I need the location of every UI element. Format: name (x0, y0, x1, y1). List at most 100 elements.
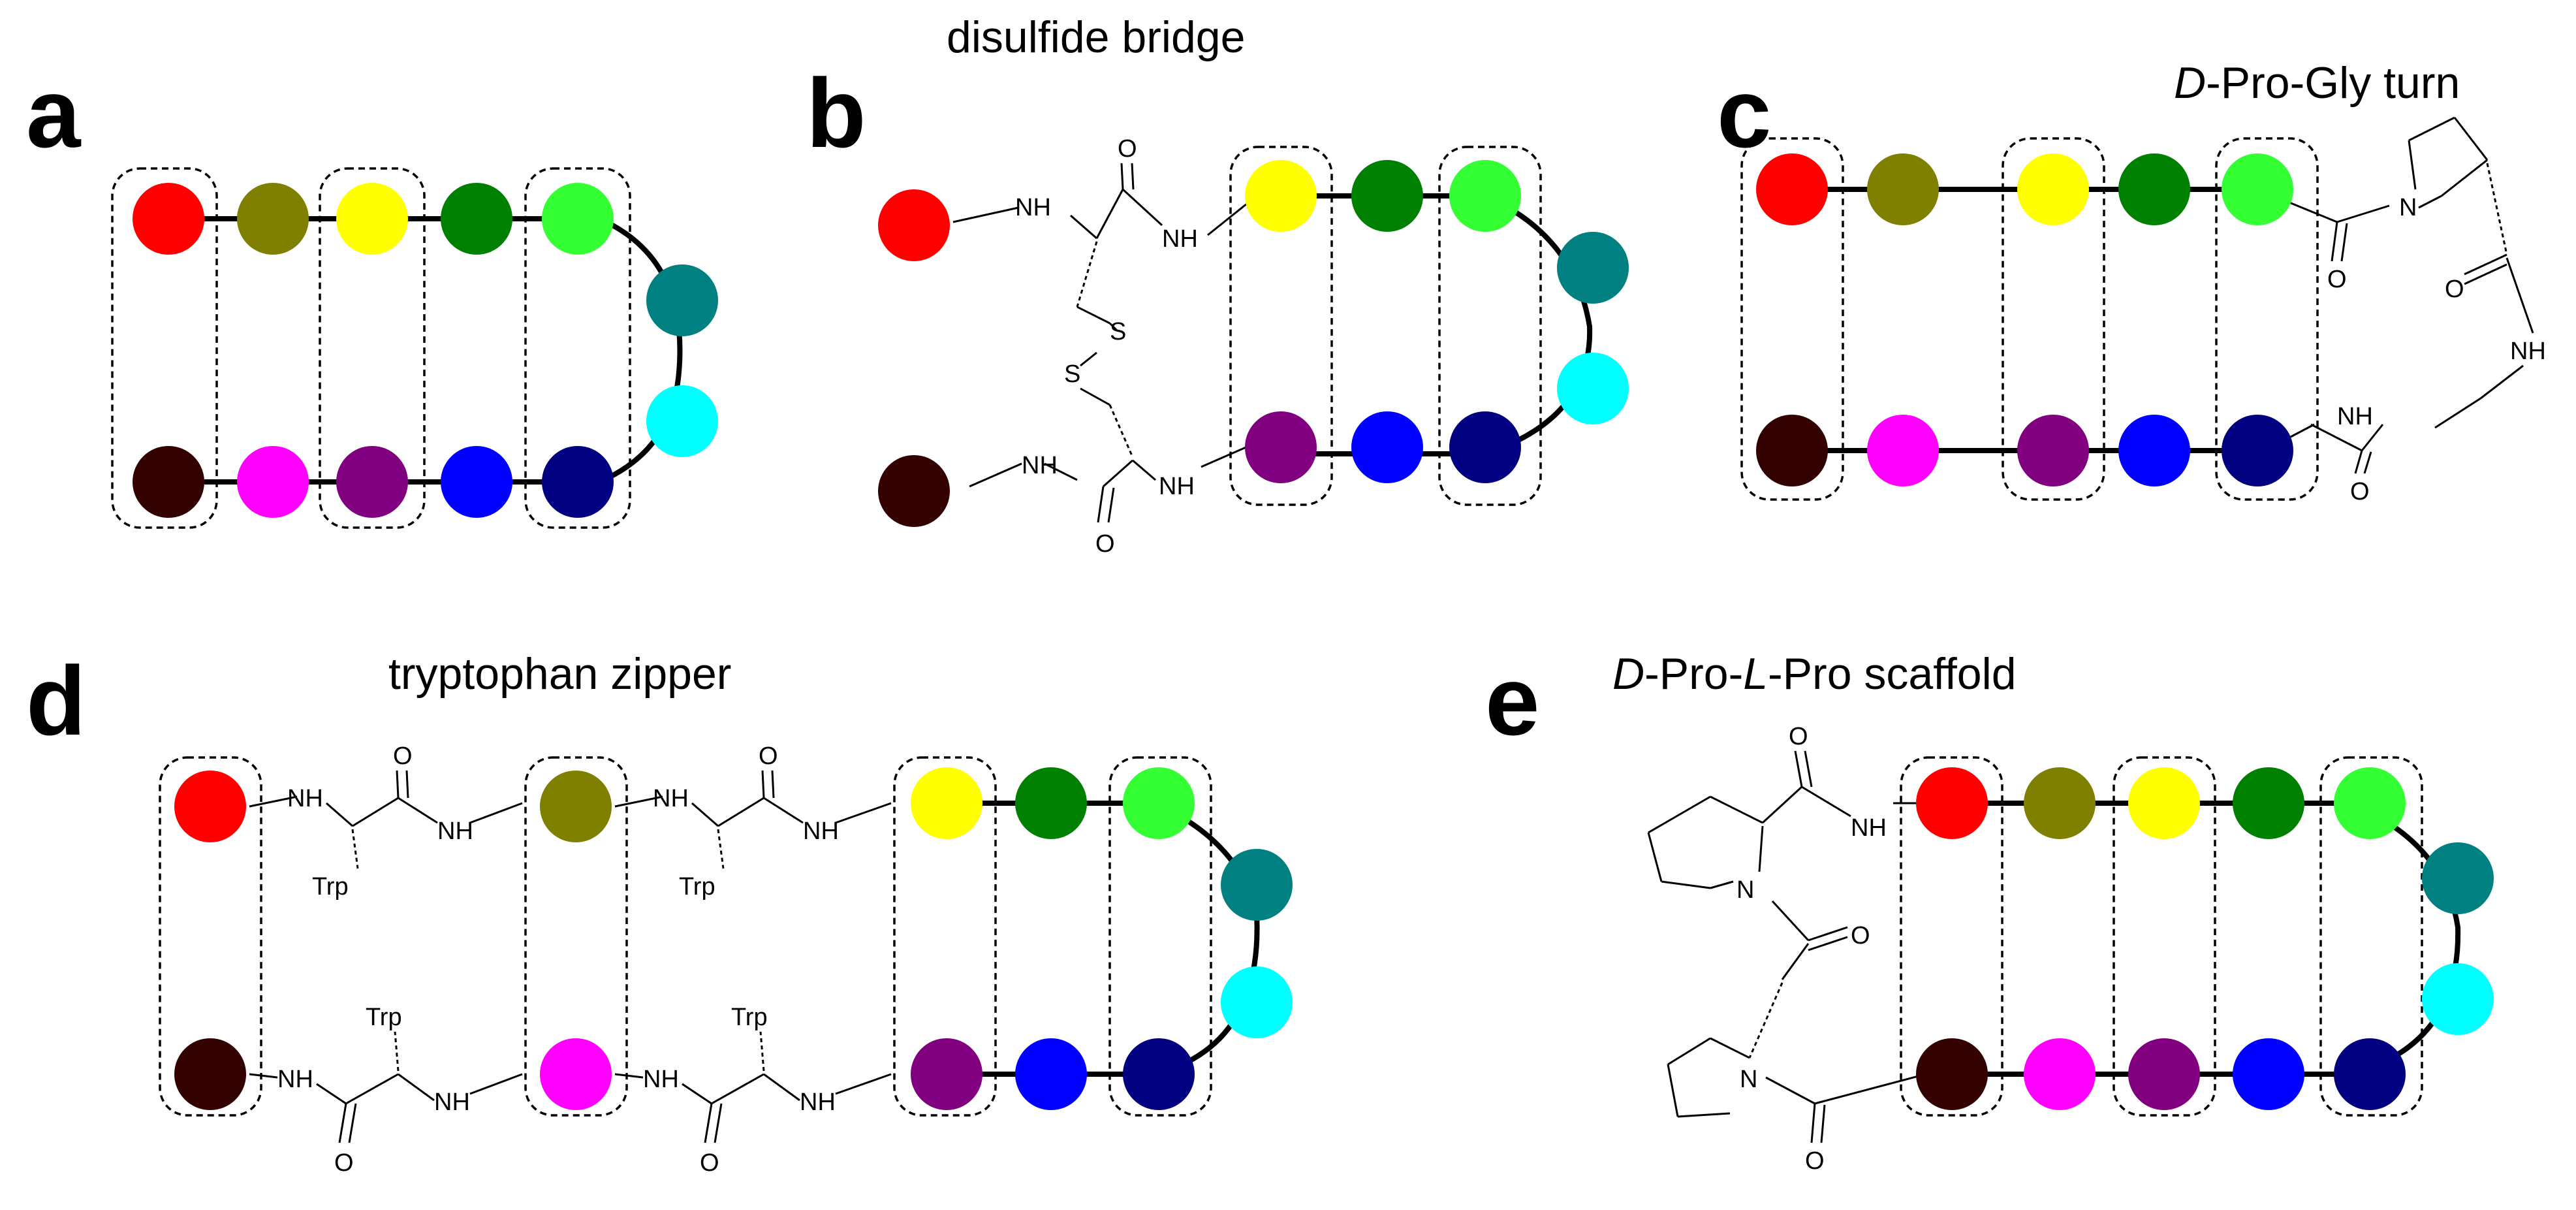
panel-label-c: c (1717, 58, 1771, 168)
residue-c-navy (2222, 415, 2293, 486)
residue-d-maroon (174, 1038, 246, 1110)
pair-box-a-2 (319, 167, 426, 529)
atom-nh-d4: NH (803, 818, 839, 845)
atom-o-b1: O (1118, 135, 1137, 163)
atom-o-d2: O (759, 742, 778, 770)
panel-c: c D-Pro-Gly turn N O O NH (1717, 58, 2546, 505)
atom-o-d1: O (393, 742, 413, 770)
pair-box-d-4 (1108, 756, 1212, 1117)
residue-c-maroon (1756, 415, 1828, 486)
panel-d: d tryptophan zipper (26, 646, 1293, 1177)
backbone-d (947, 801, 1260, 1077)
atom-nh-d5: NH (277, 1066, 313, 1093)
atom-o-e2: O (1851, 922, 1870, 949)
residue-d-lime (1123, 767, 1195, 839)
residue-c-purple (2017, 415, 2089, 486)
residue-a-navy (542, 446, 614, 518)
atom-nh-b4: NH (1159, 473, 1195, 500)
residue-e-lime (2334, 767, 2406, 839)
dprogly-chemistry (2257, 116, 2534, 474)
residue-e-blue (2233, 1038, 2304, 1110)
panel-a: a (26, 58, 718, 529)
dprolpro-chemistry (1647, 750, 1926, 1143)
residue-a-magenta (237, 446, 309, 518)
residue-e-red (1916, 767, 1988, 839)
residue-e-navy (2334, 1038, 2406, 1110)
residue-a-olive (237, 183, 309, 255)
atom-s-b2: S (1064, 360, 1080, 388)
residue-a-lime (542, 183, 614, 255)
pair-box-b-1 (1229, 146, 1333, 506)
backbone-a (168, 216, 683, 485)
residue-c-magenta (1867, 415, 1939, 486)
residue-d-blue (1015, 1038, 1087, 1110)
panel-title-b: disulfide bridge (947, 12, 1245, 62)
atom-o-e3: O (1805, 1147, 1825, 1175)
atom-nh-d3: NH (653, 785, 689, 812)
pair-box-d-3 (893, 756, 997, 1117)
residue-a-yellow (336, 183, 408, 255)
residue-d-green (1015, 767, 1087, 839)
residue-e-yellow (2128, 767, 2200, 839)
atom-trp-d4: Trp (731, 1004, 768, 1031)
residue-a-red (133, 183, 204, 255)
pair-box-c-1 (1740, 137, 1844, 501)
residue-e-purple (2128, 1038, 2200, 1110)
atom-nh-d7: NH (643, 1066, 679, 1093)
panel-b: b disulfide bridge NH O NH (806, 12, 1629, 558)
residue-e-olive (2024, 767, 2096, 839)
residue-d-navy (1123, 1038, 1195, 1110)
pair-box-d-1 (159, 756, 262, 1117)
atom-o-b2: O (1095, 530, 1115, 558)
residue-d-cyan (1221, 966, 1293, 1038)
panel-title-c: D-Pro-Gly turn (2174, 58, 2460, 108)
atom-n-e2: N (1740, 1066, 1757, 1093)
atom-trp-d3: Trp (366, 1004, 402, 1031)
atom-n-e1: N (1736, 876, 1754, 904)
residue-a-green (441, 183, 512, 255)
atom-nh-b2: NH (1162, 225, 1198, 253)
residue-a-maroon (133, 446, 204, 518)
panel-title-c-rest: -Pro-Gly turn (2206, 58, 2460, 108)
residue-b-navy (1449, 411, 1521, 483)
residue-b-teal (1557, 232, 1629, 304)
residue-a-teal (646, 264, 718, 336)
residue-e-magenta (2024, 1038, 2096, 1110)
panel-title-d: tryptophan zipper (388, 649, 731, 699)
residue-a-purple (336, 446, 408, 518)
pair-box-a-3 (524, 167, 631, 529)
residue-b-lime (1449, 160, 1521, 232)
panel-title-e: D-Pro-L-Pro scaffold (1612, 649, 2017, 699)
atom-nh-b1: NH (1015, 194, 1051, 221)
pair-box-e-1 (1900, 756, 2003, 1117)
atom-nh-d1: NH (287, 785, 323, 812)
residue-a-blue (441, 446, 512, 518)
atom-nh-e1: NH (1851, 814, 1887, 842)
atom-o-d3: O (334, 1149, 354, 1177)
pair-box-b-2 (1438, 146, 1542, 506)
panel-e: e D-Pro-L-Pro scaffold (1485, 646, 2494, 1175)
disulfide-chemistry (952, 163, 1257, 523)
residue-b-green (1351, 160, 1423, 232)
pair-box-a-1 (111, 167, 218, 529)
atom-o-c1: O (2327, 266, 2347, 293)
residue-d-yellow (911, 767, 982, 839)
panel-label-a: a (26, 58, 82, 168)
atom-nh-d2: NH (437, 818, 473, 845)
trpzip-chemistry (249, 770, 892, 1143)
panel-label-b: b (806, 58, 866, 168)
pair-box-c-2 (2002, 137, 2105, 501)
residue-b-blue (1351, 411, 1423, 483)
panel-title-e-italic2: L (1743, 649, 1768, 699)
atom-trp-d1: Trp (312, 873, 349, 900)
residue-b-maroon (878, 455, 950, 527)
backbone-b (1281, 193, 1593, 456)
atom-n-c: N (2399, 194, 2417, 221)
residue-d-magenta (540, 1038, 612, 1110)
residue-e-cyan (2422, 963, 2494, 1035)
pair-box-d-2 (524, 756, 628, 1117)
panel-title-e-rest: -Pro scaffold (1768, 649, 2016, 699)
atom-nh-d8: NH (800, 1089, 836, 1116)
panel-title-e-italic1: D (1612, 649, 1644, 699)
